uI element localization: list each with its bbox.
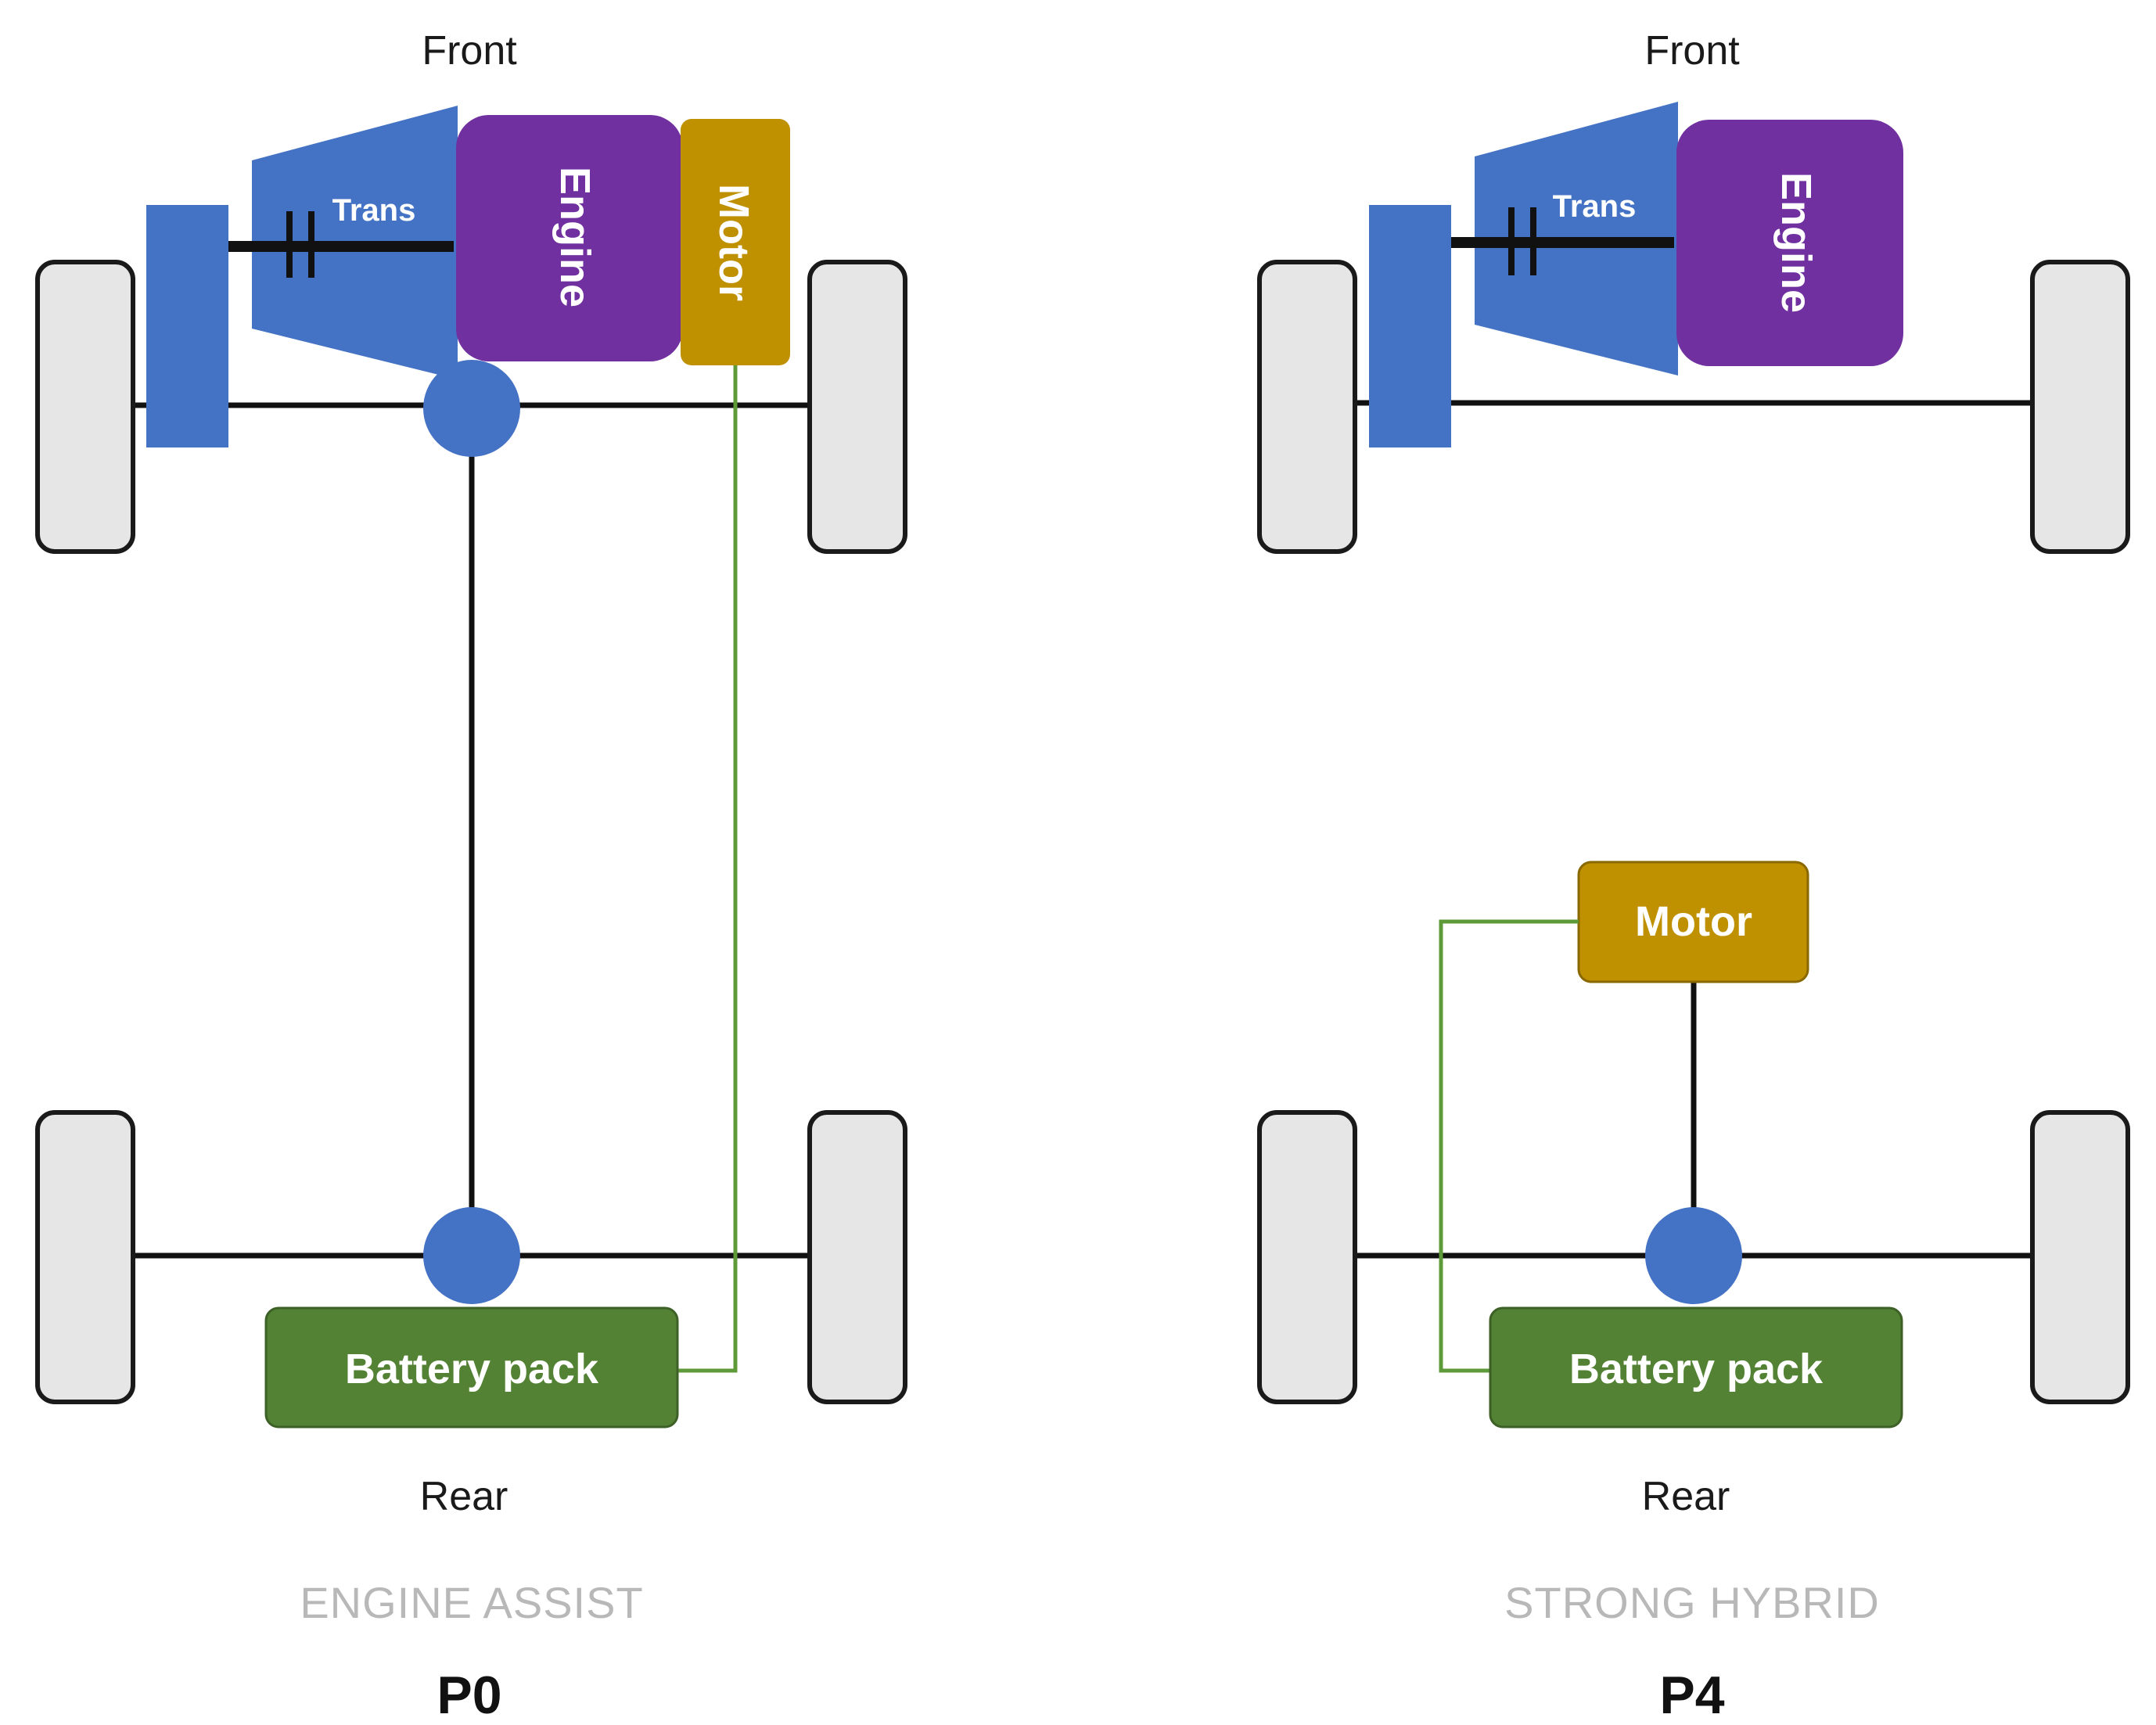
front-label: Front xyxy=(422,28,517,74)
rear-right-wheel xyxy=(2030,1110,2130,1404)
trans-label: Trans xyxy=(1553,189,1637,224)
motor-block xyxy=(681,119,790,365)
rear-left-wheel xyxy=(1257,1110,1357,1404)
final-drive-block xyxy=(146,205,228,447)
motor-battery-wire xyxy=(677,365,738,1373)
front-left-wheel xyxy=(35,260,135,554)
battery-label: Battery pack xyxy=(1569,1346,1824,1393)
rear-left-wheel xyxy=(35,1110,135,1404)
final-drive-block xyxy=(1369,205,1451,447)
engine-label: Engine xyxy=(1773,172,1820,313)
caption: STRONG HYBRID xyxy=(1504,1578,1880,1627)
motor-battery-wire xyxy=(1439,919,1579,1373)
rear-right-wheel xyxy=(807,1110,907,1404)
rear-differential xyxy=(423,1207,520,1304)
architecture-code: P4 xyxy=(1659,1666,1724,1725)
motor-label: Motor xyxy=(1635,898,1752,945)
caption: ENGINE ASSIST xyxy=(300,1578,643,1627)
architecture-code: P0 xyxy=(437,1666,501,1725)
rear-label: Rear xyxy=(420,1474,508,1519)
front-differential xyxy=(423,360,520,457)
front-label: Front xyxy=(1644,28,1740,74)
engine-block xyxy=(1676,120,1903,366)
trans-label: Trans xyxy=(332,193,416,228)
front-right-wheel xyxy=(2030,260,2130,554)
panel-p4: Front Trans Engine Motor Battery pac xyxy=(1257,28,2130,1725)
motor-label: Motor xyxy=(710,184,757,301)
battery-pack xyxy=(264,1306,679,1429)
front-right-wheel xyxy=(807,260,907,554)
battery-label: Battery pack xyxy=(345,1346,599,1393)
engine-label: Engine xyxy=(552,167,598,307)
engine-block xyxy=(456,115,683,361)
rear-label: Rear xyxy=(1642,1474,1730,1519)
battery-pack xyxy=(1489,1306,1903,1429)
rear-differential xyxy=(1645,1207,1742,1304)
panel-p0: Front Trans Engine Motor xyxy=(35,28,907,1725)
front-left-wheel xyxy=(1257,260,1357,554)
